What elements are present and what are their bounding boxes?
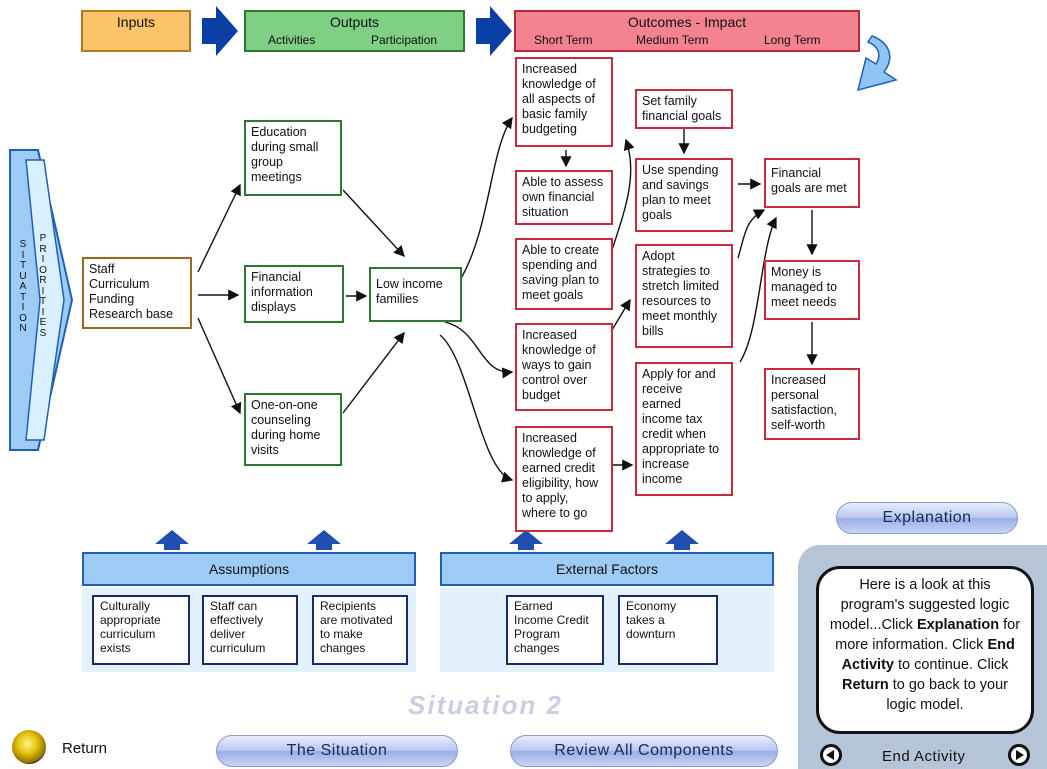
short-term-label: Short Term [534,33,593,47]
return-button[interactable]: Return [12,730,122,766]
info-bubble: Here is a look at this program's suggest… [816,566,1034,734]
inputs-header: Inputs [81,10,191,52]
prev-arrow-button[interactable] [820,744,842,766]
header-arrow-2 [476,6,512,56]
review-all-components-button[interactable]: Review All Components [510,735,778,767]
info-text-1: Here is a look at this program's suggest… [829,577,1010,633]
outcomes-header: Outcomes - Impact Short Term Medium Term… [514,10,860,52]
info-text-2: for more information. Click [835,617,1021,653]
header-arrow-1 [202,6,238,56]
participation-label: Participation [371,33,438,47]
chevron-left-icon [826,750,834,760]
explanation-button-label: Explanation [882,509,972,526]
long-term-label: Long Term [764,33,821,47]
loop-back-arrow [856,35,898,92]
outputs-header: Outputs Activities Participation [244,10,465,52]
review-all-components-label: Review All Components [554,742,734,759]
activities-label: Activities [268,33,316,47]
priorities-chevron [25,159,65,441]
assumptions-bar: Assumptions [82,552,416,586]
info-text-3: to continue. Click [893,657,1009,673]
situation-number-label: Situation 2 [408,690,563,720]
end-activity-label[interactable]: End Activity [882,748,966,765]
inputs-header-label: Inputs [116,14,156,30]
end-activity-button[interactable] [1008,744,1030,766]
assumptions-title: Assumptions [208,561,290,577]
explanation-button[interactable]: Explanation [836,502,1018,534]
info-text-4: to go back to your logic model. [886,677,1009,713]
return-label: Return [62,740,108,757]
outcomes-header-label: Outcomes - Impact [627,14,747,30]
external-factors-panel [440,588,774,672]
the-situation-button[interactable]: The Situation [216,735,458,767]
external-factors-bar: External Factors [440,552,774,586]
medium-term-label: Medium Term [636,33,709,47]
return-knob-icon [12,730,46,764]
external-factors-title: External Factors [556,561,658,577]
chevron-right-icon [1016,750,1024,760]
outputs-header-label: Outputs [329,14,380,30]
info-bold-return: Return [841,677,889,693]
info-bold-end-activity: End Activity [841,637,1015,673]
info-bold-explanation: Explanation [916,617,1000,633]
the-situation-button-label: The Situation [286,742,388,759]
